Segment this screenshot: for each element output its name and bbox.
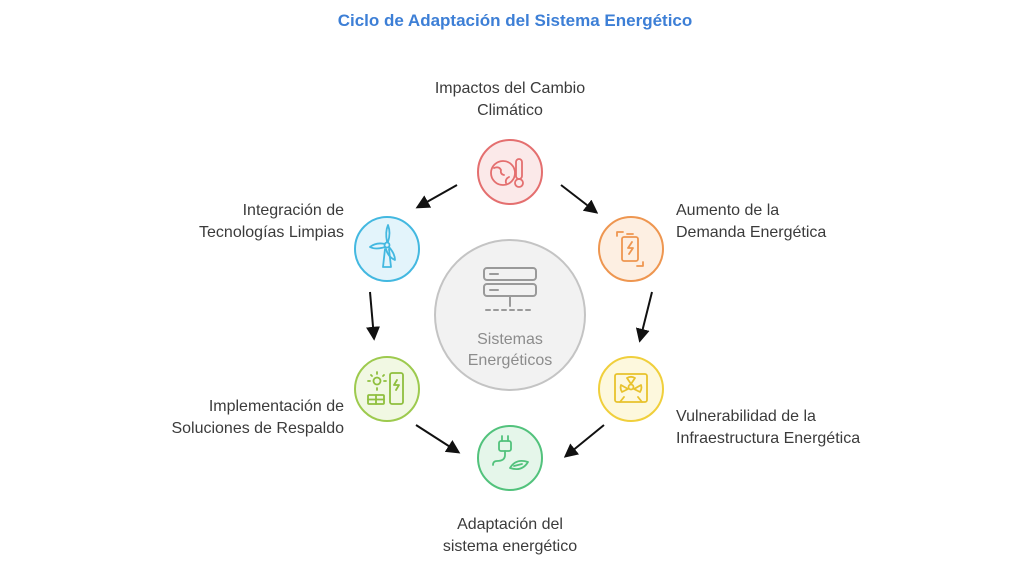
diagram-title: Ciclo de Adaptación del Sistema Energéti… [337,11,693,30]
label-aumento: Aumento de la Demanda Energética [676,200,826,244]
label-vulnerabilidad-line1: Vulnerabilidad de la [676,408,816,425]
label-aumento-line1: Aumento de la [676,202,780,219]
label-integracion: Integración de Tecnologías Limpias [100,200,344,244]
label-integracion-line1: Integración de [242,202,344,219]
node-integracion [354,216,420,282]
label-implementacion-line2: Soluciones de Respaldo [171,420,344,437]
globe-thermometer-icon [490,158,524,188]
arrow-aumento-to-vulnerabilidad [635,291,653,343]
center-label-line2: Energéticos [467,352,553,369]
wind-turbine-icon [369,224,396,268]
node-implementacion [354,356,420,422]
arrow-vulnerabilidad-to-adaptacion [563,424,605,458]
plug-leaf-icon [492,435,529,471]
solar-battery-icon [367,371,404,405]
center-node [434,239,586,391]
label-vulnerabilidad: Vulnerabilidad de la Infraestructura Ene… [676,406,860,450]
label-impactos-line2: Climático [477,102,543,119]
label-vulnerabilidad-line2: Infraestructura Energética [676,430,861,447]
arrow-impactos-to-integracion [415,184,458,209]
center-node-label: Sistemas Energéticos [438,329,582,371]
node-adaptacion [477,425,543,491]
label-aumento-line2: Demanda Energética [676,224,827,241]
label-implementacion: Implementación de Soluciones de Respaldo [100,396,344,440]
label-impactos: Impactos del Cambio Climático [420,78,600,122]
arrow-implementacion-to-adaptacion [415,424,461,454]
battery-cycle-icon [616,231,644,267]
radiation-panel-icon [614,373,648,403]
label-integracion-line2: Tecnologías Limpias [199,224,344,241]
server-stack-icon [483,267,537,311]
arrow-impactos-to-aumento [560,184,599,214]
label-adaptacion: Adaptación del sistema energético [410,514,610,558]
label-implementacion-line1: Implementación de [208,398,344,415]
node-aumento [598,216,664,282]
node-impactos [477,139,543,205]
center-label-line1: Sistemas [477,331,543,348]
label-adaptacion-line2: sistema energético [442,538,578,555]
node-vulnerabilidad [598,356,664,422]
arrow-integracion-to-implementacion [366,291,381,341]
cycle-arrows [366,184,653,458]
label-impactos-line1: Impactos del Cambio [434,80,586,97]
label-adaptacion-line1: Adaptación del [457,516,563,533]
